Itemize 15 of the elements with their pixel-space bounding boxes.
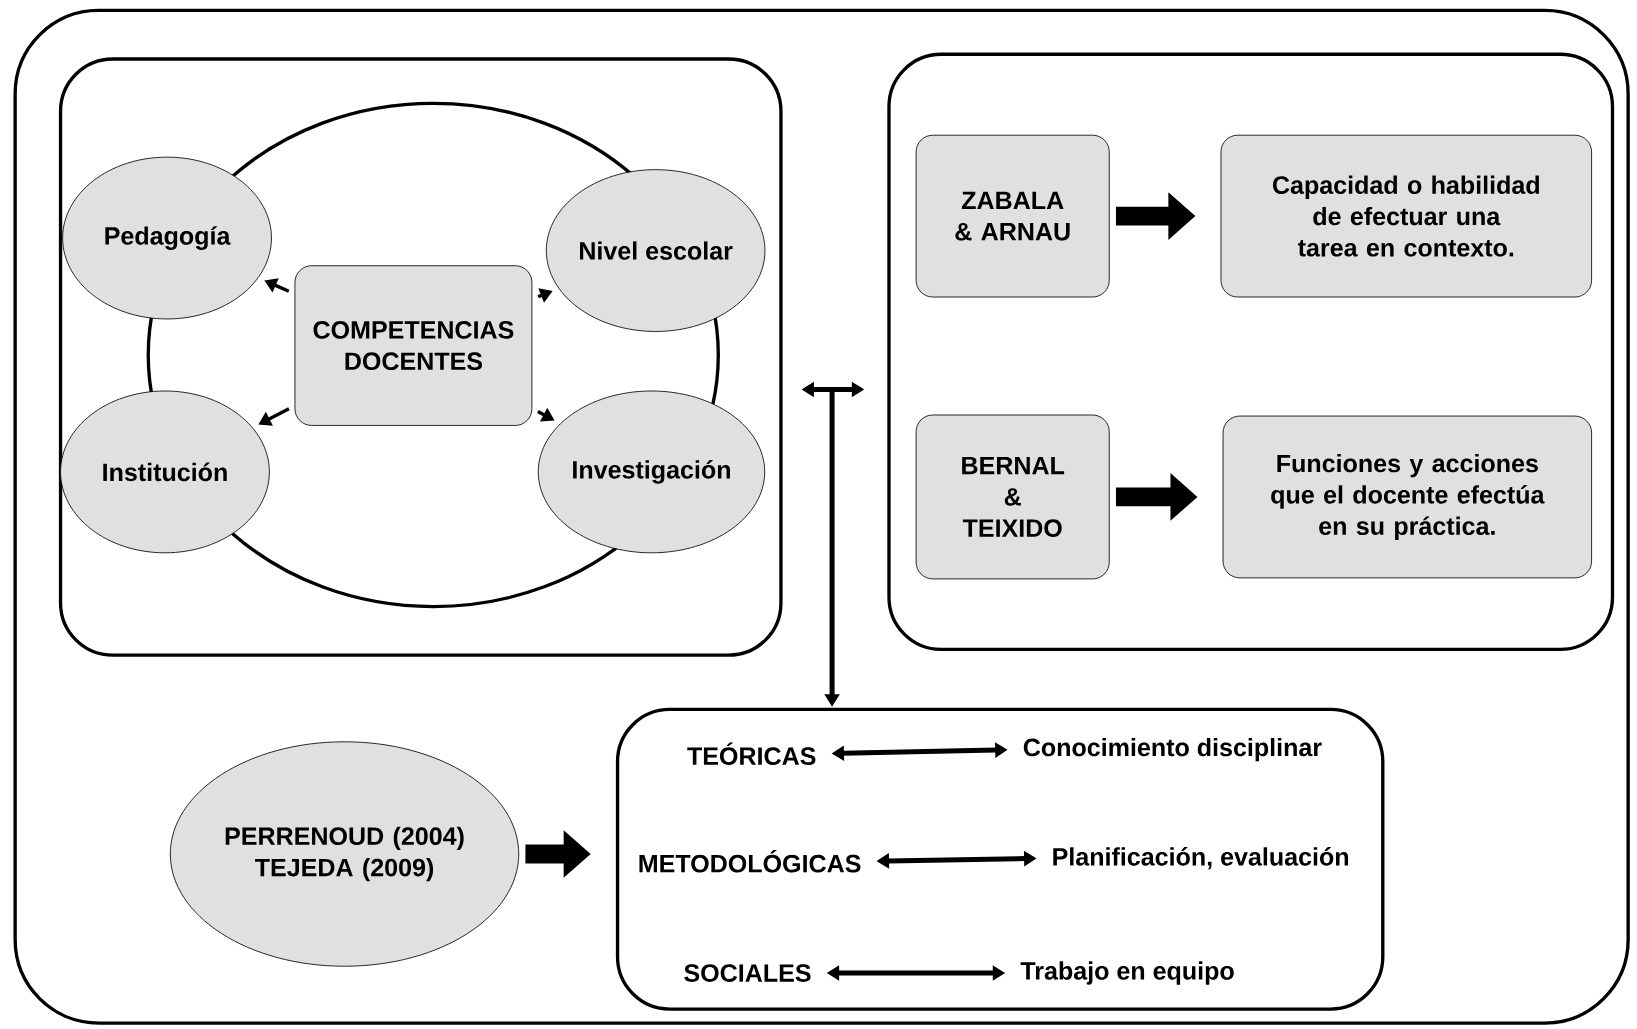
category-label: METODOLÓGICAS — [639, 849, 861, 873]
category-label: SOCIALES — [684, 964, 811, 982]
author-box: ZABALA & ARNAU — [915, 134, 1110, 298]
definition-box: Capacidad o habilidad de efectuar una tarea en contexto. — [1220, 134, 1592, 298]
competencies-box — [615, 707, 1385, 1011]
center-box: COMPETENCIAS DOCENTES — [294, 265, 533, 426]
panel — [887, 52, 1615, 651]
definition-box: Funciones y acciones que el docente efectúa en su práctica. — [1222, 415, 1592, 579]
description-label: Trabajo en equipo — [1020, 961, 1234, 985]
author-box: BERNAL & TEIXIDO — [915, 414, 1110, 580]
description-label: Planificación, evaluación — [1053, 846, 1349, 870]
category-label: TEÓRICAS — [687, 742, 816, 765]
panel — [58, 57, 783, 657]
outer-frame — [13, 8, 1630, 1025]
description-label: Conocimiento disciplinar — [1023, 737, 1322, 762]
